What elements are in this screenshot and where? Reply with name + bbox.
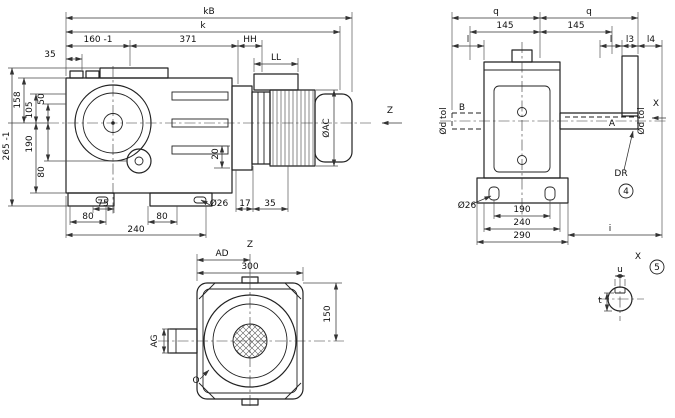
- flange-plate-edge: [621, 55, 639, 117]
- dim-label-190: 190: [25, 135, 35, 152]
- dim-label-ll: LL: [271, 53, 281, 63]
- left-foot-slot: [95, 196, 109, 204]
- dim-label-50: 50: [37, 93, 47, 105]
- dim-label-145-left: 145: [496, 21, 513, 31]
- dim-label-t: t: [598, 296, 602, 306]
- dim-label-80-foot-right: 80: [156, 212, 168, 222]
- shaft-b-label: B: [459, 103, 465, 113]
- leader-dia26: [200, 199, 211, 206]
- balloon-5: [649, 259, 665, 275]
- foot-base: [476, 177, 569, 204]
- fan-cover: [314, 93, 353, 163]
- dim-label-75: 75: [97, 199, 108, 209]
- secondary-bore-center: [134, 156, 144, 166]
- dim-label-145-right: 145: [567, 21, 584, 31]
- dim-label-q-right: q: [586, 7, 592, 17]
- view-arrow-z-label: Z: [387, 106, 393, 116]
- dim-label-35-top: 35: [44, 50, 55, 60]
- dim-label-l-left: l: [467, 35, 470, 45]
- dim-label-ag: AG: [150, 334, 160, 347]
- dim-label-80-axis: 80: [37, 166, 47, 178]
- dim-label-dtol-left: Ød tol: [438, 107, 449, 134]
- dim-label-20: 20: [211, 148, 221, 160]
- dim-label-158: 158: [13, 91, 23, 108]
- dim-label-371: 371: [179, 35, 196, 45]
- dim-label-190: 190: [513, 205, 530, 215]
- front-view-centerlines: [440, 42, 668, 218]
- keyway-slot: [614, 288, 626, 294]
- dim-label-290: 290: [513, 231, 530, 241]
- secondary-bore: [126, 148, 152, 174]
- foot-slot-left: [488, 186, 500, 201]
- balloon-5-number: 5: [654, 263, 660, 273]
- dim-label-dtol-right: Ød tol: [636, 107, 647, 134]
- dim-label-160: 160 -1: [83, 35, 112, 45]
- detail-centerlines: [598, 277, 644, 321]
- leader-dia26: [471, 195, 492, 205]
- housing-top-tab: [69, 70, 84, 79]
- top-view: Z AD 300 150 AG O: [150, 240, 344, 408]
- dim-label-l4: l4: [647, 35, 656, 45]
- flange-corner-chamfers: [198, 282, 302, 400]
- side-view-part: [65, 67, 353, 207]
- dim-label-dia26-side: Ø26: [210, 198, 229, 209]
- balloon-4: [618, 183, 634, 199]
- dim-label-l-right: l: [610, 35, 613, 45]
- dim-label-dia-ac: ØAC: [321, 118, 332, 137]
- dim-label-265: 265 -1: [2, 131, 12, 160]
- extension-lines: [451, 12, 663, 245]
- side-view-centerlines: [48, 66, 372, 214]
- motor-fins: [272, 90, 314, 166]
- balloon-4-number: 4: [623, 187, 629, 197]
- top-view-title: Z: [247, 240, 253, 250]
- dim-label-17: 17: [239, 199, 250, 209]
- adapter-lines: [257, 92, 265, 164]
- dim-label-105: 105: [25, 101, 35, 118]
- top-view-centerlines: [158, 278, 344, 408]
- dim-label-dia26-front: Ø26: [458, 200, 477, 211]
- dim-label-o: O: [192, 376, 199, 386]
- side-view-dimensions: kB k 160 -1 371 HH LL 35 265 -1 158 105 …: [2, 7, 402, 238]
- shaft-a-label: A: [609, 119, 616, 129]
- dr-label: DR: [614, 169, 627, 179]
- dim-label-80-foot-left: 80: [82, 212, 94, 222]
- top-view-dimensions: Z AD 300 150 AG O: [150, 240, 342, 386]
- dim-label-35-bottom: 35: [264, 199, 275, 209]
- dim-label-300: 300: [241, 262, 258, 272]
- housing-top-plateau: [99, 67, 169, 79]
- shaft-b-hidden: [451, 112, 484, 130]
- right-foot: [149, 192, 213, 207]
- dim-label-l3: l3: [626, 35, 634, 45]
- dim-label-240: 240: [127, 225, 144, 235]
- dim-label-kb: kB: [203, 7, 214, 17]
- dim-label-ad: AD: [215, 249, 228, 259]
- extension-lines: [604, 279, 626, 312]
- dim-label-u: u: [617, 265, 623, 275]
- leader-o: [199, 369, 210, 380]
- front-view-dimensions: q q 145 145 l l l3 l4 B Ød tol A Ød tol …: [438, 7, 666, 245]
- motor-flange: [231, 85, 253, 171]
- foot-slot-right: [544, 186, 556, 201]
- terminal-box: [253, 73, 299, 91]
- dim-label-q-left: q: [493, 7, 499, 17]
- dim-label-k: k: [200, 21, 206, 31]
- view-arrow-x-label: X: [653, 99, 659, 109]
- leader-dr: [623, 130, 634, 171]
- motor-adapter: [251, 91, 271, 165]
- detail-view-x: X 5 u t: [598, 252, 665, 321]
- left-foot: [67, 192, 115, 207]
- housing-top-tab: [85, 70, 100, 79]
- dim-label-i: i: [609, 224, 612, 234]
- front-view: q q 145 145 l l l3 l4 B Ød tol A Ød tol …: [438, 7, 668, 245]
- detail-view-title: X: [635, 252, 641, 262]
- dim-label-hh: HH: [243, 35, 257, 45]
- dim-label-150: 150: [323, 305, 333, 322]
- dim-label-240: 240: [513, 218, 530, 228]
- side-view: kB k 160 -1 371 HH LL 35 265 -1 158 105 …: [2, 7, 402, 238]
